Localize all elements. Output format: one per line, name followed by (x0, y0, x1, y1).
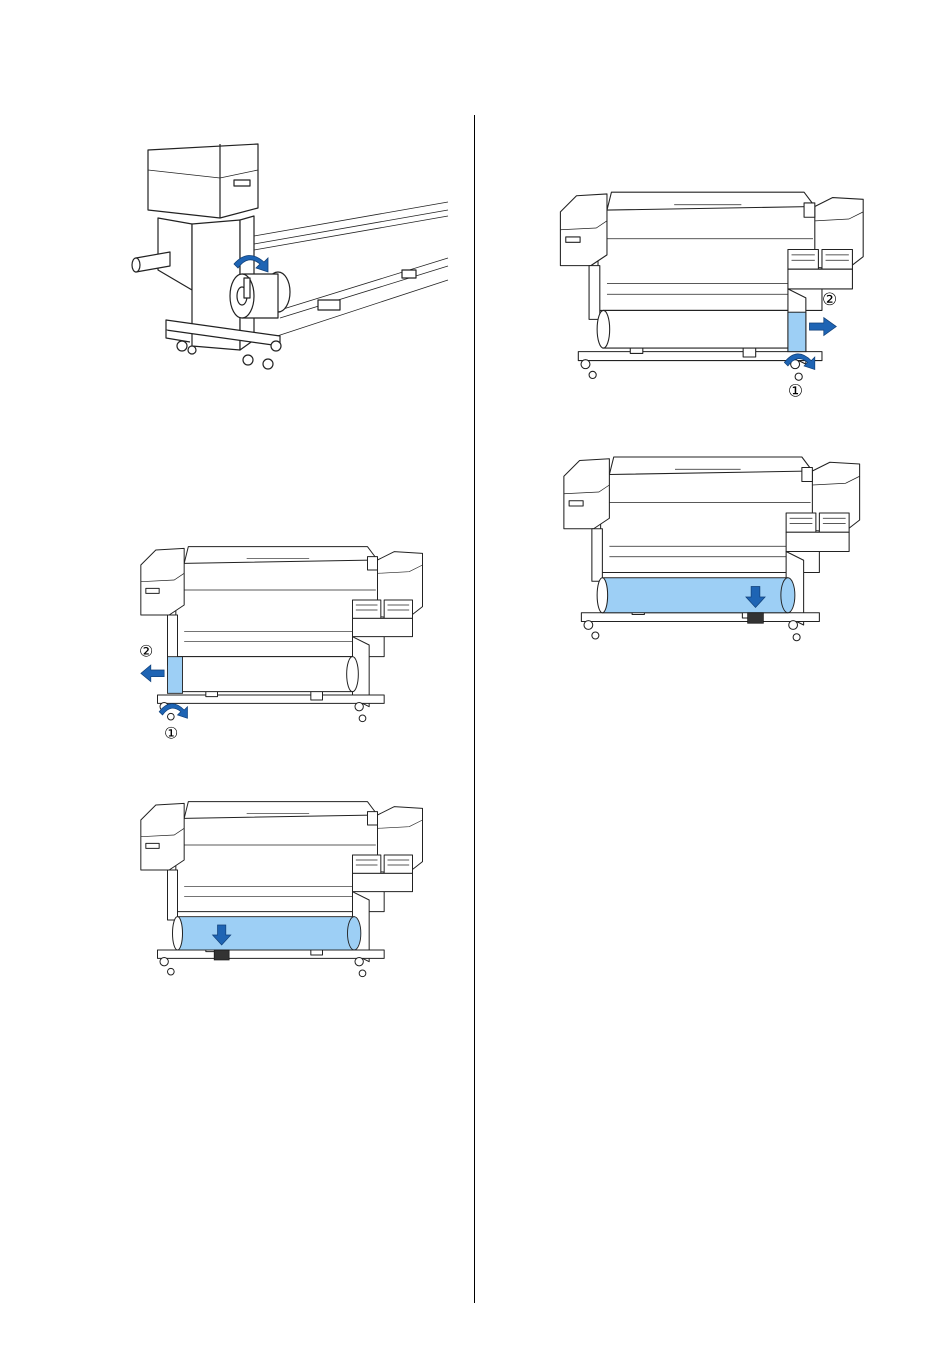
figure-left-holder-unlock: ② ① (105, 540, 455, 740)
figure-right-holder-roll-lowered (535, 450, 885, 660)
figure-tension-bar-knob (130, 140, 450, 375)
callout-2: ② (139, 642, 153, 661)
callout-1: ① (788, 381, 803, 400)
callout-1: ① (164, 723, 178, 740)
figure-right-holder-unlock: ② ① (535, 185, 885, 400)
callout-2: ② (822, 290, 837, 310)
column-divider (474, 115, 475, 1303)
figure-left-holder-roll-lowered (105, 795, 455, 995)
